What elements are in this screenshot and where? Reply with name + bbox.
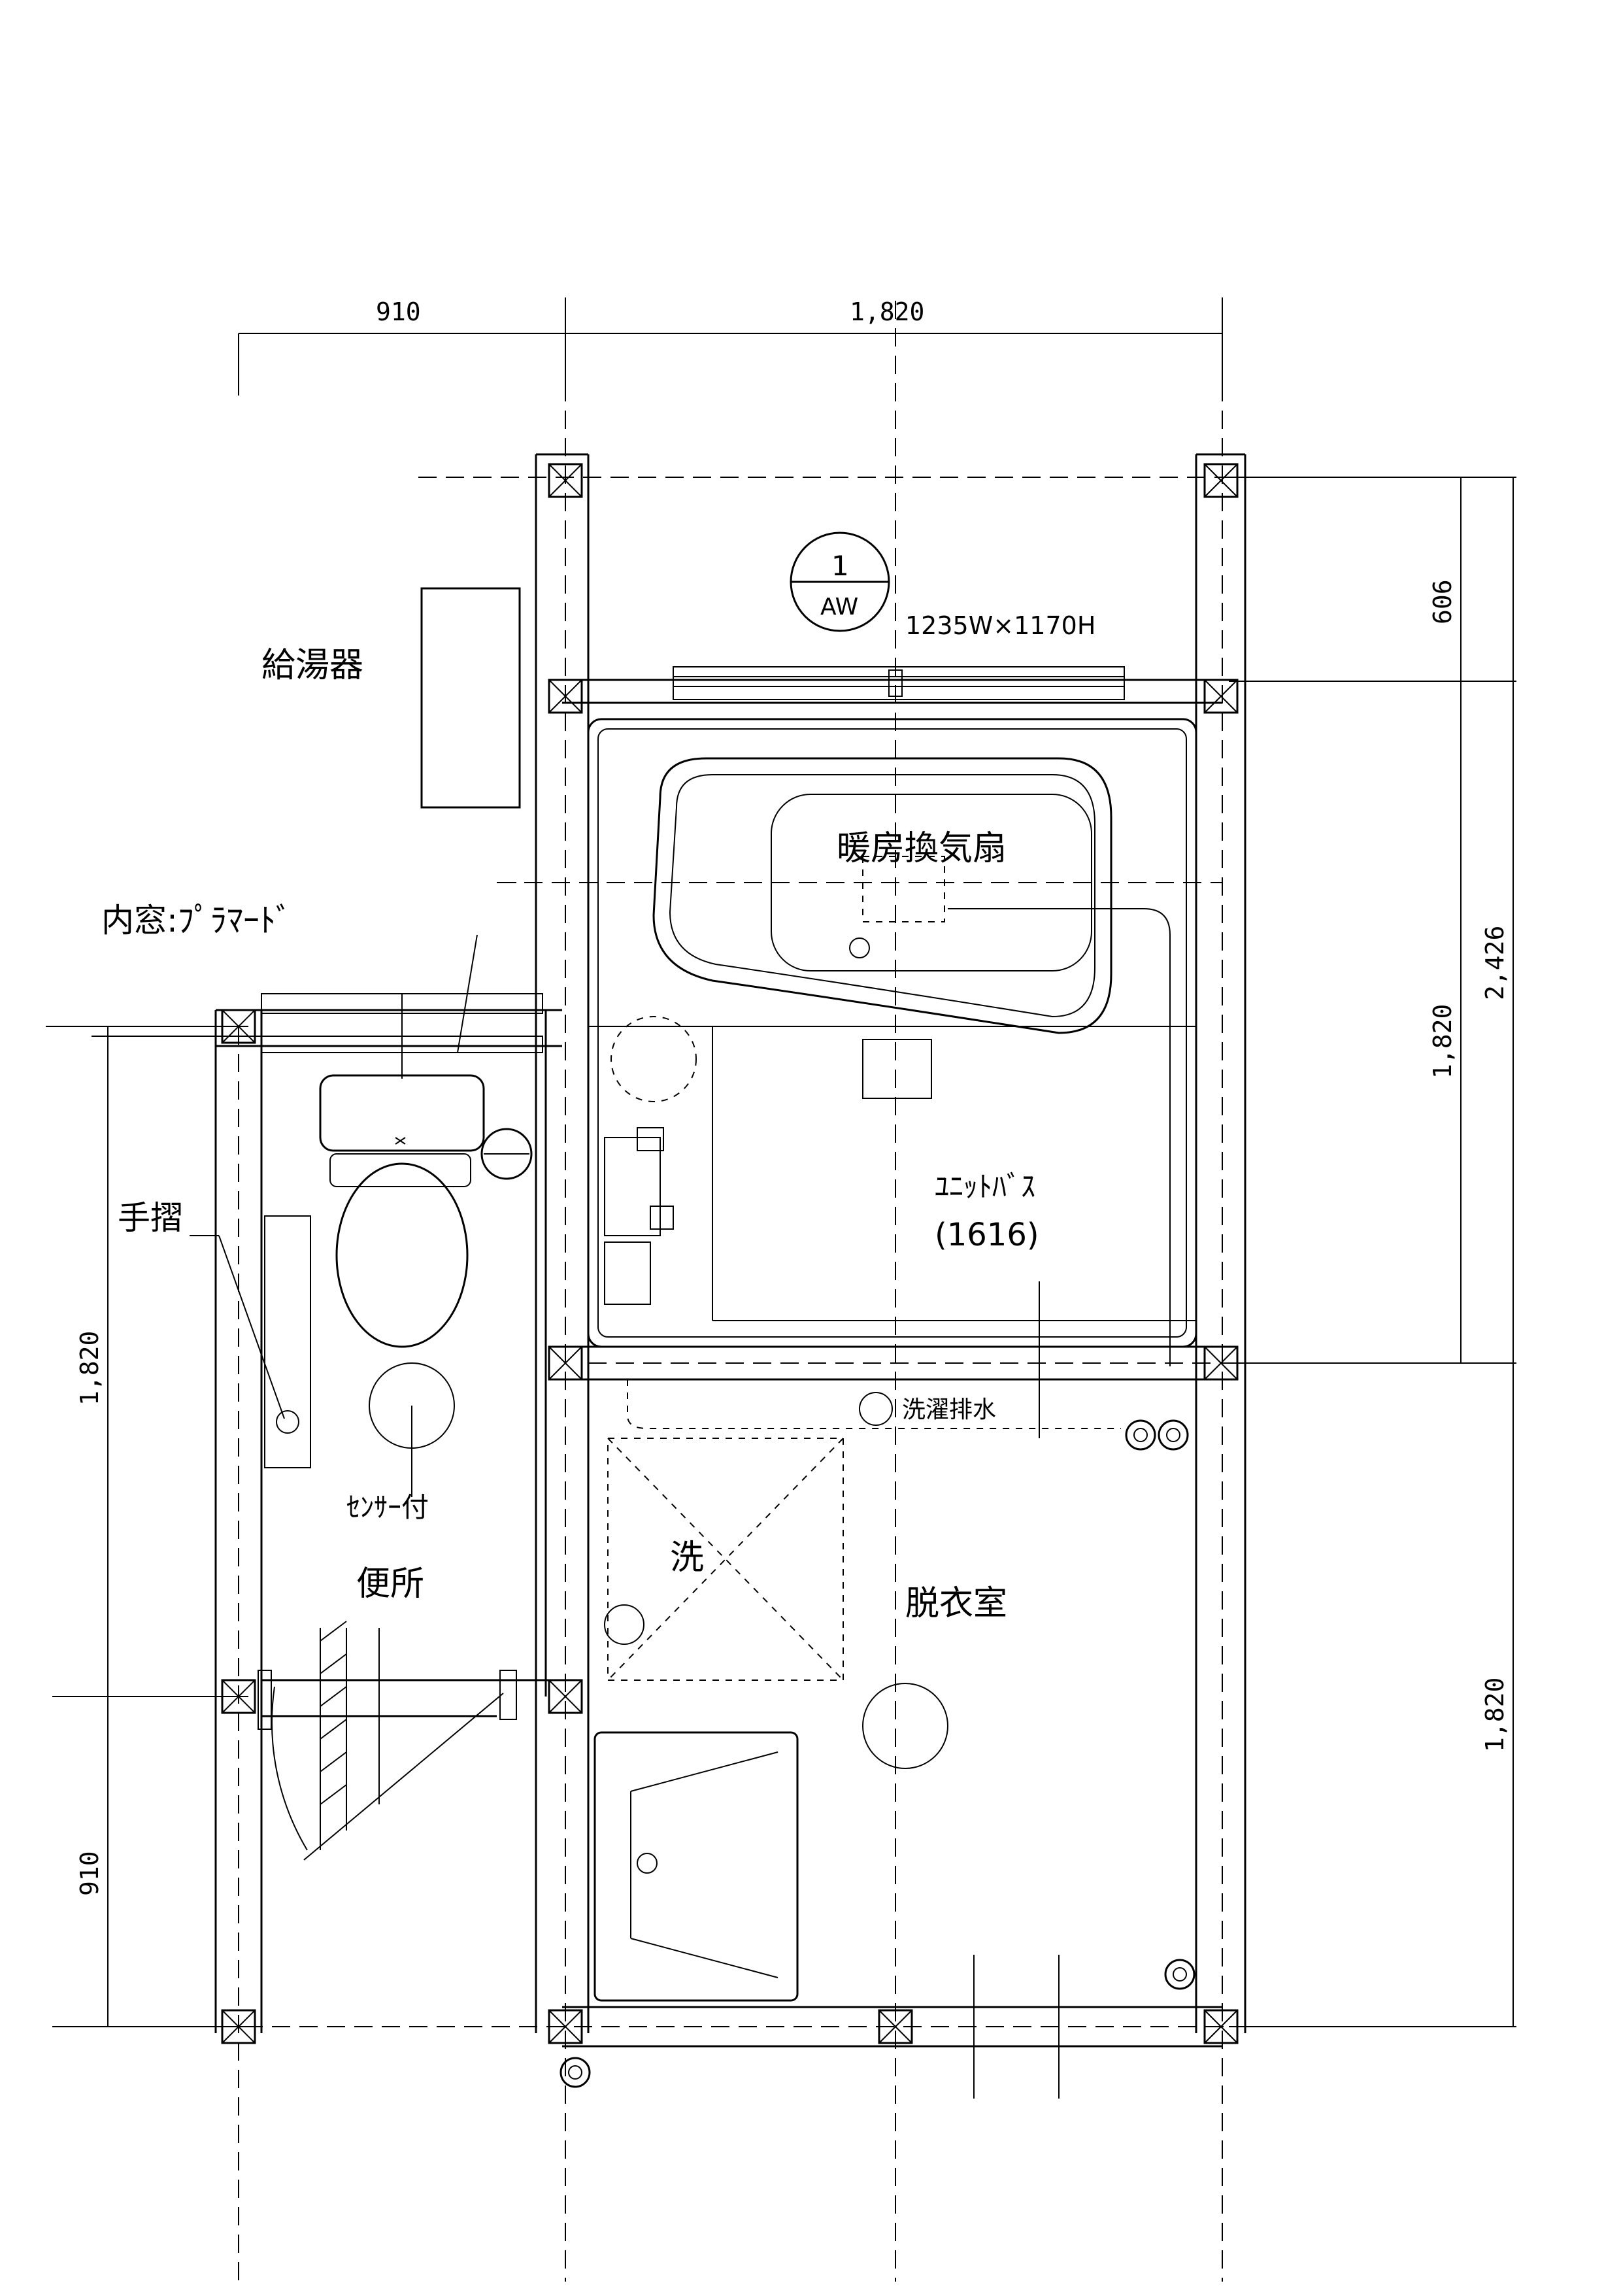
window-size: 1235W×1170H <box>905 611 1095 640</box>
water-heater <box>420 587 521 809</box>
column <box>548 1679 583 1714</box>
toilet-room-label: 便所 <box>356 1564 424 1604</box>
handrail-label: 手摺 <box>118 1199 183 1237</box>
dim-top-left: 910 <box>376 297 421 326</box>
dim-left-1820: 1,820 <box>75 1331 104 1406</box>
dim-left-910: 910 <box>75 1851 104 1896</box>
window-tag <box>790 532 890 632</box>
dim-right-1820-upper: 1,820 <box>1428 1004 1457 1079</box>
column <box>548 2009 583 2044</box>
fan-label: 暖房換気扇 <box>837 829 1007 868</box>
walls <box>214 453 1246 2048</box>
column <box>221 2009 256 2044</box>
grid-lines <box>46 301 1464 2282</box>
column <box>548 463 583 498</box>
water-heater-label: 給湯器 <box>261 646 363 685</box>
column <box>1203 463 1239 498</box>
dressing-room-label: 脱衣室 <box>905 1584 1007 1623</box>
column <box>1203 2009 1239 2044</box>
dressing-room <box>560 1379 1195 2099</box>
window-tag-number: 1 <box>831 550 849 582</box>
dim-top-right: 1,820 <box>850 297 924 326</box>
unit-bath-size: (1616) <box>935 1217 1039 1253</box>
toilet <box>92 934 543 1861</box>
column <box>548 679 583 714</box>
window-tag-type: AW <box>820 594 858 620</box>
column <box>1203 679 1239 714</box>
dimension-lines <box>52 297 1516 2027</box>
column <box>548 1345 583 1381</box>
column <box>221 1679 256 1714</box>
dim-right-606: 606 <box>1428 579 1457 624</box>
washer-drain-label: 洗濯排水 <box>902 1396 996 1423</box>
sensor-label: ｾﾝｻｰ付 <box>346 1491 429 1523</box>
columns <box>221 463 1239 2044</box>
column <box>221 1009 256 1044</box>
unit-bath <box>587 718 1197 1438</box>
unit-bath-label: ﾕﾆｯﾄﾊﾞｽ <box>935 1170 1035 1204</box>
washer-label: 洗 <box>670 1538 704 1578</box>
inner-window-label: 内窓:ﾌﾟﾗﾏｰﾄﾞ <box>101 902 292 939</box>
dim-right-2426: 2,426 <box>1480 926 1509 1000</box>
bath-window <box>673 666 1125 700</box>
column <box>878 2009 913 2044</box>
dim-right-1820-lower: 1,820 <box>1480 1678 1509 1752</box>
column <box>1203 1345 1239 1381</box>
